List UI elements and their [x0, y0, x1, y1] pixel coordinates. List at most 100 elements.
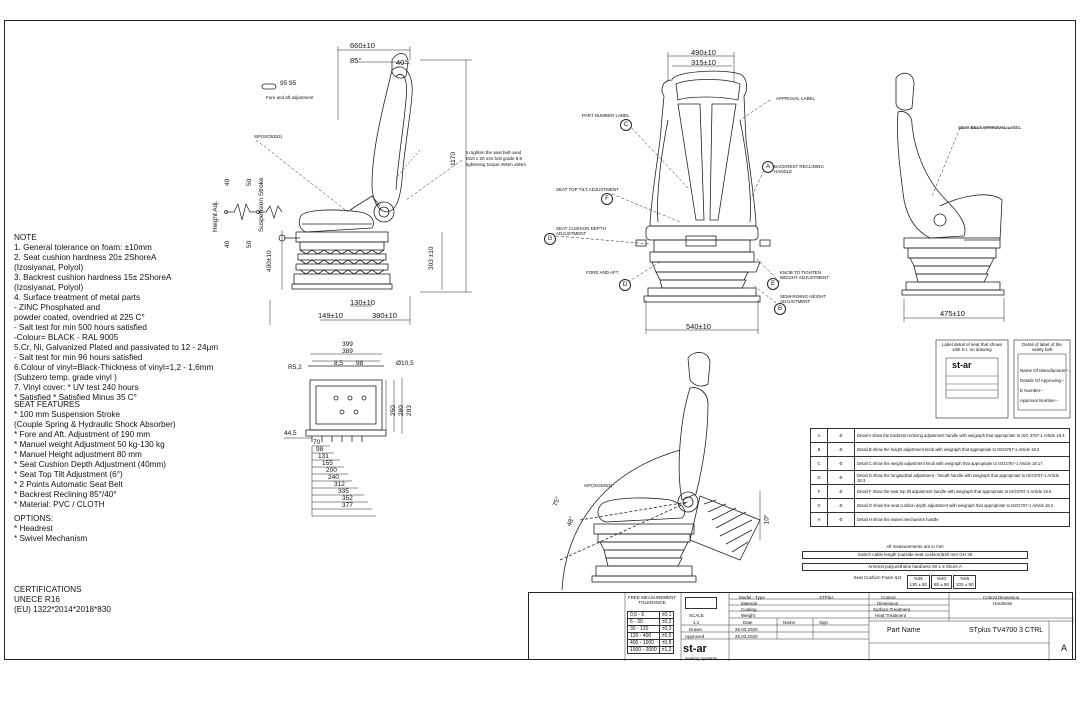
- label-approval: APPROVAL LABEL: [776, 96, 816, 101]
- dim-250: 250: [390, 405, 397, 416]
- dim-o10-5: Ø10,5: [396, 360, 414, 367]
- height-val-40: 40: [224, 178, 231, 186]
- note-item-2: (Izosiyanat, Polyol): [14, 263, 84, 272]
- detail-letter: H: [810, 512, 828, 527]
- angle-40: 40°: [396, 58, 408, 67]
- fore-aft-label: Fore and aft adjustment: [266, 95, 314, 100]
- detail-letter: F: [810, 484, 828, 499]
- date-label: Date: [743, 620, 753, 625]
- detail-row-d: D⚙Detail D show the longitudinal adjustm…: [810, 470, 1070, 485]
- label-seat-belt-approval: SEAT BELT APPROVAL LABEL: [958, 125, 1022, 130]
- dim-475: 475±10: [940, 309, 965, 318]
- label-backrest-recline: BACKREST RECLINING HANDLE: [774, 164, 824, 174]
- note-item-13: (Subzero temp. grade vinyl ): [14, 373, 117, 382]
- title-block-grid: [624, 593, 1074, 661]
- height-adj-label: Height Adj.: [212, 200, 219, 232]
- bottom-view-base: [305, 365, 387, 442]
- note-item-14: 7. Vinyl cover: * UV test 240 hours: [14, 383, 139, 392]
- dim-335: 335: [338, 488, 349, 495]
- coating-label: Coating: [741, 607, 757, 612]
- dim-200: 200: [326, 467, 337, 474]
- detail-row-c: C⚙Detail C show the weight adjustment kn…: [810, 456, 1070, 471]
- sip-label: SIP(ISO5353): [254, 134, 283, 139]
- surface-treatment-label: Surface Treatment: [873, 607, 911, 612]
- detail-text: Detail H show the swivel mechanism handl…: [854, 512, 1070, 527]
- note-item-9: -Colour= BLACK - RAL 9005: [14, 333, 119, 342]
- detail-row-h: H⚙Detail H show the swivel mechanism han…: [810, 512, 1070, 527]
- notes-heading: NOTE: [14, 233, 37, 242]
- detail-letter: A: [810, 428, 828, 443]
- dim-149: 149±10: [318, 311, 343, 320]
- susp-val-50a: 50: [246, 178, 253, 186]
- seat-label-logo: st-ar: [952, 360, 972, 370]
- angle-85: 85°: [350, 56, 362, 65]
- feature-item-2: * Fore and Aft. Adjustment of 190 mm: [14, 430, 151, 439]
- scale-label: SCALE: [689, 613, 704, 618]
- spec-line-3: Armrest polyurethane hardness 50 ± 5 Sho…: [802, 563, 1028, 571]
- tolerance-cell: 1000 - 2000: [627, 646, 660, 654]
- label-cushion-depth: SEAT CUSHION DEPTH ADJUSTMENT: [556, 226, 606, 236]
- callout-c: C: [620, 119, 632, 131]
- option-item-1: * Swivel Mechanism: [14, 534, 88, 543]
- belt-note-1: to tighten the seat belt used: [466, 150, 522, 155]
- detail-letter: B: [810, 442, 828, 457]
- spec-line-2: Switch cable length (outside seat cushio…: [802, 551, 1028, 559]
- dim-8-5: 8,5: [334, 360, 344, 367]
- dim-377: 377: [342, 502, 353, 509]
- rear-view-seat: [895, 72, 1005, 296]
- belt-label-lines: Name Of Manufacturer--Details Of Approvi…: [1020, 366, 1069, 406]
- dim-400: 400±10: [266, 250, 273, 272]
- sign-label: Sign: [819, 620, 829, 625]
- detail-text: Detail G show the seat cushion depth adj…: [854, 498, 1070, 513]
- detail-row-a: A⚙Detail A show the backrest reclining a…: [810, 428, 1070, 443]
- detail-row-f: F⚙Detail F show the seat top tilt adjust…: [810, 484, 1070, 499]
- suspension-stroke-label: Suspension Stroke: [258, 177, 265, 232]
- dim-r5-2: R5,2: [288, 364, 302, 371]
- detail-row-g: G⚙Detail G show the seat cushion depth a…: [810, 498, 1070, 513]
- options-heading: OPTIONS:: [14, 514, 54, 523]
- tilt-view-seat: [559, 352, 761, 591]
- feature-item-4: * Manuel Height adjustment 80 mm: [14, 450, 142, 459]
- detail-text: Detail C show the weight adjustment knob…: [854, 456, 1070, 471]
- options-block: OPTIONS: * Headrest* Swivel Mechanism: [14, 514, 87, 544]
- spec-line-1: All measurements are in mm: [886, 544, 944, 549]
- feature-item-5: * Seat Cushion Depth Adjustment (40mm): [14, 460, 166, 469]
- dim-660: 660±10: [350, 41, 375, 50]
- dim-131: 131: [318, 453, 329, 460]
- dim-70: 70: [313, 439, 321, 446]
- option-item-0: * Headrest: [14, 524, 53, 533]
- dim-1170: 1170: [450, 152, 457, 166]
- callout-f: F: [601, 193, 613, 205]
- belt-label-line-0: Name Of Manufacturer--: [1020, 368, 1069, 373]
- notes-block: NOTE 1. General tolerance on foam: ±10mm…: [14, 233, 218, 403]
- note-item-11: - Salt test for min 96 hours satisfied: [14, 353, 143, 362]
- part-name-label: Part Name: [887, 627, 921, 634]
- note-item-6: - ZINC Phosphated and: [14, 303, 101, 312]
- belt-note-2: M10 x 20 mm bolt grade 8.8: [466, 156, 523, 161]
- spec-lines: All measurements are in mm Switch cable …: [802, 544, 1028, 589]
- detail-text: Detail A show the backrest reclining adj…: [854, 428, 1070, 443]
- feature-item-1: (Couple Spring & Hydraulic Shock Absorbe…: [14, 420, 176, 429]
- seat-label-detail-box: [935, 339, 1009, 419]
- weight-label: Weight: [741, 613, 755, 618]
- callout-g: G: [544, 233, 556, 245]
- susp-val-50b: 50: [246, 240, 253, 248]
- tolerance-row: 1000 - 2000±1,2: [627, 646, 675, 654]
- company-logo-sub: seating systems: [685, 656, 718, 661]
- foam-label: Seat Cushion Foam ILD: [853, 575, 902, 580]
- label-fore-aft: FORE AND AFT: [586, 270, 619, 275]
- detail-letter: C: [810, 456, 828, 471]
- cert-item-0: UNECE R16: [14, 595, 60, 604]
- detail-gear-icon: ⚙: [827, 428, 855, 443]
- dim-540: 540±10: [686, 322, 711, 331]
- label-weight-adj: KNOB TO TIGHTEN WEIGHT ADJUSTMENT: [780, 270, 830, 280]
- side-view-seat: [278, 53, 413, 290]
- note-item-0: 1. General tolerance on foam: ±10mm: [14, 243, 152, 252]
- feature-item-9: * Material: PVC / CLOTH: [14, 500, 105, 509]
- feature-item-6: * Seat Top Tilt Adjustment (6°): [14, 470, 123, 479]
- belt-note-3: tightening torque 45Nm ±5Nm: [466, 162, 527, 167]
- part-name-value: STplus TV4700 3 CTRL: [969, 627, 1044, 634]
